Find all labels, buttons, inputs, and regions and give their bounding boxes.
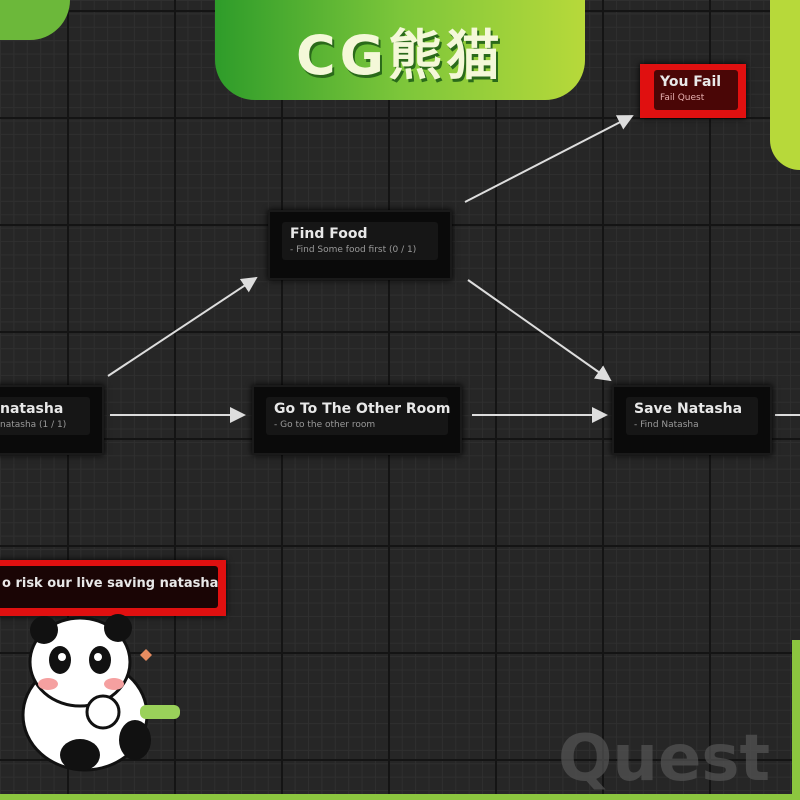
quest-node-natasha[interactable]: natasha natasha (1 / 1) (0, 385, 104, 455)
edge-natasha-to-food (107, 276, 258, 377)
brand-banner: CG熊猫 (215, 0, 585, 100)
corner-decoration (770, 0, 800, 170)
node-subtitle: natasha (1 / 1) (0, 420, 67, 430)
quest-watermark: Quest (558, 722, 771, 796)
node-subtitle: - Go to the other room (274, 420, 376, 430)
node-title: Save Natasha (634, 401, 743, 417)
frame-right (792, 640, 800, 800)
brand-logo-text: CG熊猫 (296, 23, 504, 87)
node-subtitle: Fail Quest (660, 93, 705, 103)
quest-node-find-food[interactable]: Find Food - Find Some food first (0 / 1) (268, 210, 452, 280)
frame-bottom (0, 794, 800, 800)
node-subtitle: - Find Some food first (0 / 1) (290, 245, 417, 255)
node-subtitle: - Find Natasha (634, 420, 699, 430)
quest-node-save-natasha[interactable]: Save Natasha - Find Natasha (612, 385, 772, 455)
edge-food-to-save (467, 279, 612, 382)
edge-food-to-fail (464, 115, 634, 203)
node-title: Go To The Other Room (274, 401, 451, 417)
node-title: o risk our live saving natasha (2, 576, 219, 591)
quest-node-go-to-other-room[interactable]: Go To The Other Room - Go to the other ro… (252, 385, 462, 455)
node-title: You Fail (660, 74, 722, 90)
quest-node-risk[interactable]: o risk our live saving natasha (0, 560, 226, 616)
node-title: Find Food (290, 226, 368, 242)
node-title: natasha (0, 401, 64, 417)
